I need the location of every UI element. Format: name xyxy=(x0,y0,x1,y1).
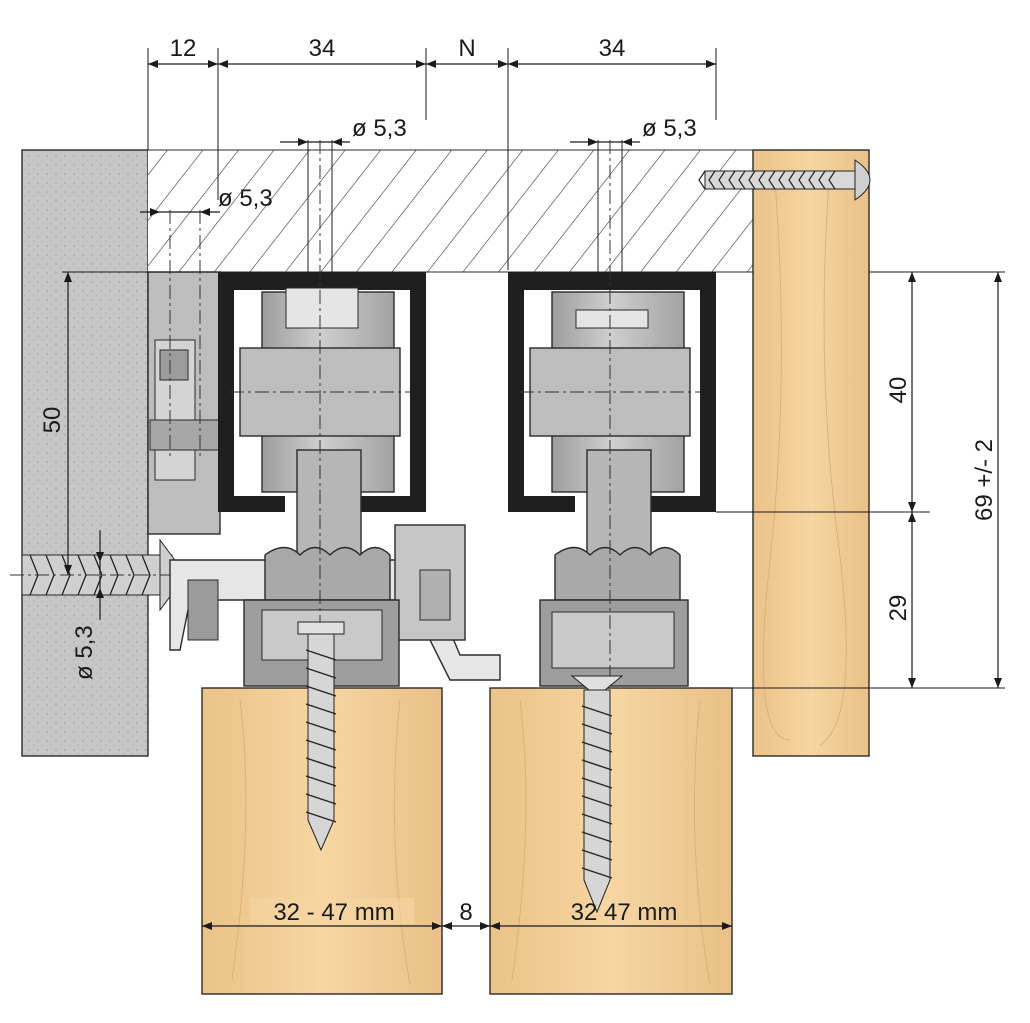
dim-34-left: 34 xyxy=(309,35,336,62)
dim-40: 40 xyxy=(885,377,912,404)
dim-n: N xyxy=(458,35,475,62)
dim-29: 29 xyxy=(885,595,912,622)
horizontal-screw xyxy=(698,159,871,201)
linkage-plate xyxy=(169,524,501,681)
left-height-dimension: 50 xyxy=(39,271,218,575)
dim-gap-8: 8 xyxy=(459,899,472,926)
concrete-wall xyxy=(21,149,149,757)
trolley-left xyxy=(230,140,410,700)
door-screw-right xyxy=(570,675,624,914)
dim-door-left: 32 - 47 mm xyxy=(273,899,394,926)
ceiling-section xyxy=(148,149,760,273)
dim-50: 50 xyxy=(39,407,66,434)
diameter-mid-left: ø 5,3 xyxy=(218,185,273,212)
top-dimension-chain: 12 34 N 34 xyxy=(147,35,717,270)
cover-board xyxy=(752,149,870,757)
door-screw-left xyxy=(297,621,345,852)
dim-12: 12 xyxy=(170,35,197,62)
right-height-dimensions: 40 29 69 +/- 2 xyxy=(716,271,1005,689)
dim-34-right: 34 xyxy=(599,35,626,62)
bottom-dimensions: 32 - 47 mm 8 32 47 mm xyxy=(202,898,732,930)
diameter-top-left: ø 5,3 xyxy=(352,115,407,142)
ceiling-hole-left xyxy=(307,140,333,272)
trolley-right xyxy=(520,140,700,700)
dim-door-right: 32 47 mm xyxy=(571,899,678,926)
diameter-wall: ø 5,3 xyxy=(71,625,98,680)
dim-69: 69 +/- 2 xyxy=(971,439,998,521)
ceiling-hole-right xyxy=(597,140,623,272)
diameter-callouts: ø 5,3 ø 5,3 ø 5,3 ø 5,3 xyxy=(71,115,697,680)
diameter-top-right: ø 5,3 xyxy=(642,115,697,142)
